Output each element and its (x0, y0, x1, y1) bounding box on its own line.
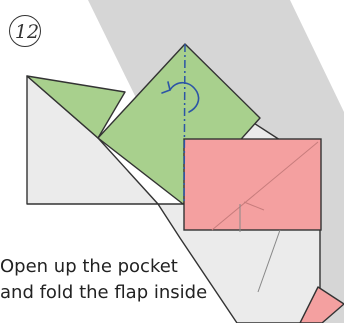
instruction-line-2: and fold the flap inside (0, 282, 208, 303)
pink-square-crease (243, 201, 265, 211)
green-flap (26, 75, 126, 139)
green-diamond (97, 43, 261, 205)
valley-fold-line (183, 43, 186, 205)
strip-crease (257, 229, 281, 293)
instruction-caption: Open up the pocket and fold the flap ins… (0, 254, 207, 306)
pink-square (183, 138, 322, 231)
pink-square-crease (211, 141, 319, 231)
step-number-ring (9, 15, 41, 47)
step-number: 12 (14, 21, 40, 43)
instruction-line-1: Open up the pocket (0, 256, 178, 277)
pink-corner-tip (299, 286, 344, 323)
curved-fold-arrow (161, 81, 200, 113)
